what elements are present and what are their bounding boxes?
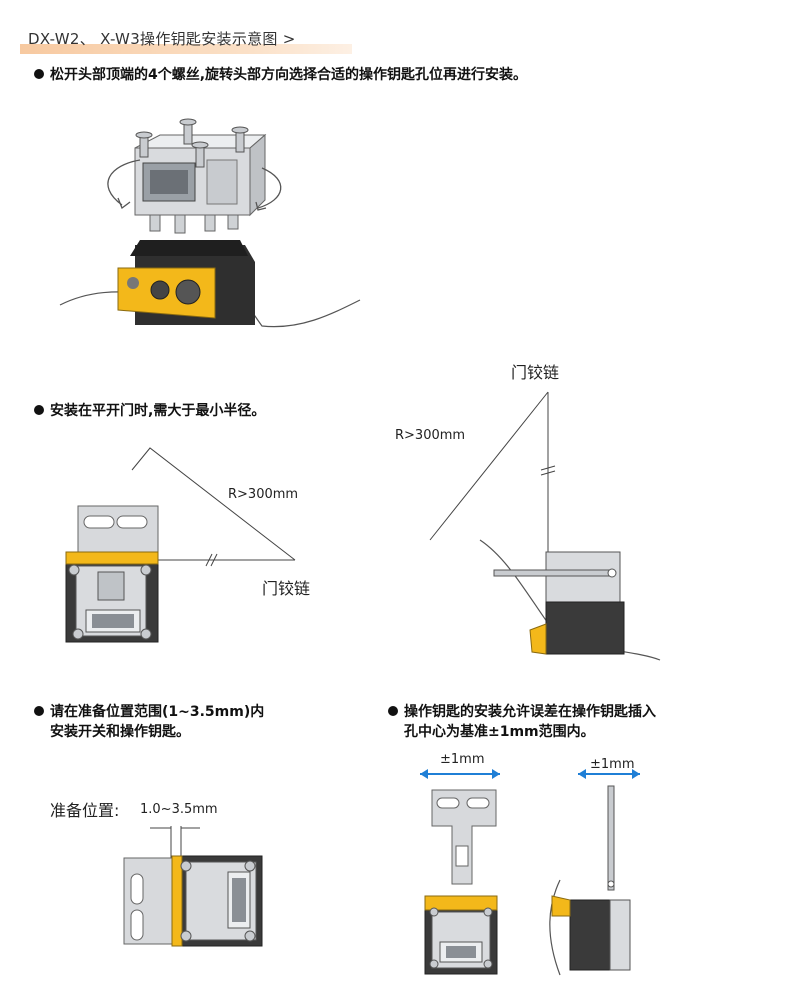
bullet-icon (388, 706, 398, 716)
step-1: 松开头部顶端的4个螺丝,旋转头部方向选择合适的操作钥匙孔位再进行安装。 (34, 64, 527, 86)
step-3-line2: 安装开关和操作钥匙。 (50, 724, 190, 740)
tolerance-label-side: ±1mm (590, 757, 635, 772)
hinge-label-side: 门铰链 (511, 363, 560, 382)
step-1-text: 松开头部顶端的4个螺丝,旋转头部方向选择合适的操作钥匙孔位再进行安装。 (50, 67, 528, 83)
radius-label-front: R>300mm (228, 487, 299, 502)
tolerance-label-front: ±1mm (440, 752, 485, 767)
ready-range-label: 1.0~3.5mm (140, 802, 218, 817)
step-3-line1: 请在准备位置范围(1~3.5mm)内 (50, 704, 265, 720)
radius-label-side: R>300mm (395, 428, 466, 443)
bullet-icon (34, 69, 44, 79)
bullet-icon (34, 405, 44, 415)
step-4: 操作钥匙的安装允许误差在操作钥匙插入 (388, 701, 656, 723)
step-4-line2: 孔中心为基准±1mm范围内。 (404, 724, 595, 740)
step-3: 请在准备位置范围(1~3.5mm)内 (34, 701, 264, 723)
step-2: 安装在平开门时,需大于最小半径。 (34, 400, 265, 422)
header-underline (20, 44, 352, 54)
hinge-label-front: 门铰链 (262, 579, 311, 598)
step-4-line1: 操作钥匙的安装允许误差在操作钥匙插入 (404, 704, 656, 720)
step-2-text: 安装在平开门时,需大于最小半径。 (50, 403, 266, 419)
bullet-icon (34, 706, 44, 716)
page-title: DX-W2、 X-W3操作钥匙安装示意图 > (28, 30, 296, 48)
ready-position-label: 准备位置: (50, 801, 120, 820)
